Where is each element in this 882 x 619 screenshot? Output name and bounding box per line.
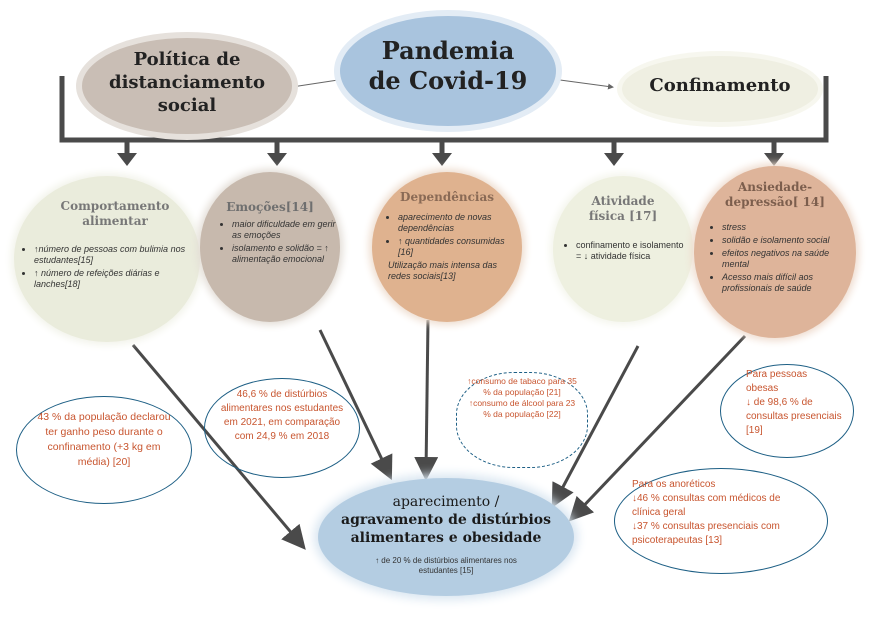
comportamento-item-1: ↑número de pessoas com bulimia nos estud… — [34, 244, 194, 266]
arrow-ansiedade-outcome — [568, 334, 747, 522]
ansiedade-item-2: solidão e isolamento social — [722, 235, 852, 246]
center-node — [340, 16, 556, 126]
atividade-item: confinamento e isolamento = ↓ atividade … — [576, 240, 686, 262]
center-title: Pandemia de Covid-19 — [340, 36, 556, 96]
left-title-line1: Política de — [133, 49, 241, 70]
dependencias-title: Dependências — [400, 190, 494, 204]
emocoes-notes: maior dificuldade em gerir as emoções is… — [222, 219, 340, 267]
arrow-emocoes-outcome — [318, 329, 393, 481]
ansiedade-title: Ansiedade- depressão[ 14] — [710, 180, 840, 210]
down-arrows — [117, 140, 784, 166]
dependencias-item-1: aparecimento de novas dependências — [398, 212, 516, 234]
dependencias-notes: aparecimento de novas dependências ↑ qua… — [388, 212, 516, 282]
atividade-title-line2: física [17] — [588, 209, 658, 223]
left-title-line2: distanciamento — [109, 72, 265, 93]
arrow-center-left — [290, 79, 339, 90]
stat-obesas-line1: Para pessoas obesas — [746, 369, 808, 394]
ansiedade-notes: stress solidão e isolamento social efeit… — [712, 222, 852, 296]
outcome-title-line1: aparecimento / — [392, 494, 500, 510]
comportamento-title: Comportamento alimentar — [40, 199, 190, 229]
stat-peso-circle — [16, 396, 192, 504]
atividade-notes: confinamento e isolamento = ↓ atividade … — [566, 240, 686, 264]
outcome-node — [318, 478, 574, 596]
stat-obesas-line2: ↓ de 98,6 % de consultas presenciais [19… — [746, 397, 842, 436]
stat-obesas-circle — [720, 364, 854, 458]
emocoes-node — [200, 172, 340, 322]
outcome-note: ↑ de 20 % de distúrbios alimentares nos … — [375, 556, 517, 575]
emocoes-item-2: isolamento e solidão = ↑ alimentação emo… — [232, 243, 340, 265]
stat-obesas-text: Para pessoas obesas ↓ de 98,6 % de consu… — [746, 368, 842, 438]
stat-anoreticos-line1: Para os anoréticos — [632, 479, 716, 490]
arrow-atividade-outcome — [551, 345, 640, 508]
stat-disturbios-circle — [204, 378, 360, 478]
outcome-title-line2: agravamento de distúrbios — [341, 512, 551, 528]
dependencias-extra: Utilização mais intensa das redes sociai… — [388, 260, 498, 281]
ansiedade-item-3: efeitos negativos na saúde mental — [722, 248, 852, 270]
comportamento-node — [14, 176, 200, 342]
left-title: Política de distanciamento social — [82, 48, 292, 117]
stat-tabaco: ↑consumo de tabaco para 35 % da populaçã… — [467, 376, 577, 397]
atividade-node — [553, 176, 693, 322]
outcome-title: aparecimento / agravamento de distúrbios… — [318, 493, 574, 547]
stat-anoreticos-text: Para os anoréticos ↓46 % consultas com m… — [632, 478, 810, 548]
arrow-dependencias-outcome — [414, 319, 439, 481]
right-title: Confinamento — [649, 75, 791, 96]
stat-anoreticos-line3: ↓37 % consultas presenciais com psicoter… — [632, 521, 780, 546]
center-title-line1: Pandemia — [381, 36, 515, 65]
outcome-title-line3: alimentares e obesidade — [350, 530, 542, 546]
comportamento-item-2: ↑ número de refeições diárias e lanches[… — [34, 268, 194, 290]
dependencias-item-2: ↑ quantidades consumidas [16] — [398, 236, 516, 258]
emocoes-title: Emoções[14] — [226, 200, 314, 214]
left-node — [82, 38, 292, 134]
stat-peso-text: 43 % da população declarou ter ganho pes… — [37, 411, 171, 468]
comportamento-title-line1: Comportamento — [60, 199, 170, 213]
atividade-title-line1: Atividade — [591, 194, 655, 208]
ansiedade-title-line1: Ansiedade- — [737, 180, 813, 194]
stat-consumo-text: ↑consumo de tabaco para 35 % da populaçã… — [464, 376, 580, 420]
ansiedade-title-line2: depressão[ 14] — [725, 195, 825, 209]
dependencias-node — [372, 172, 522, 322]
right-node — [622, 56, 818, 122]
ansiedade-node — [694, 166, 856, 338]
atividade-title: Atividade física [17] — [560, 194, 686, 224]
stat-disturbios-text: 46,6 % de distúrbios alimentares nos est… — [220, 389, 344, 442]
comportamento-title-line2: alimentar — [82, 214, 148, 228]
comportamento-notes: ↑número de pessoas com bulimia nos estud… — [24, 244, 194, 292]
stat-alcool: ↑consumo de álcool para 23 % da populaçã… — [468, 398, 576, 419]
stat-anoreticos-circle — [614, 468, 828, 574]
stat-anoreticos-line2: ↓46 % consultas com médicos de clínica g… — [632, 493, 781, 518]
left-title-line3: social — [157, 95, 217, 116]
stat-consumo-circle — [456, 372, 588, 468]
arrow-center-right — [559, 79, 614, 90]
center-title-line2: de Covid-19 — [368, 66, 528, 95]
emocoes-item-1: maior dificuldade em gerir as emoções — [232, 219, 340, 241]
ansiedade-item-4: Acesso mais difícil aos profissionais de… — [722, 272, 852, 294]
ansiedade-item-1: stress — [722, 222, 852, 233]
